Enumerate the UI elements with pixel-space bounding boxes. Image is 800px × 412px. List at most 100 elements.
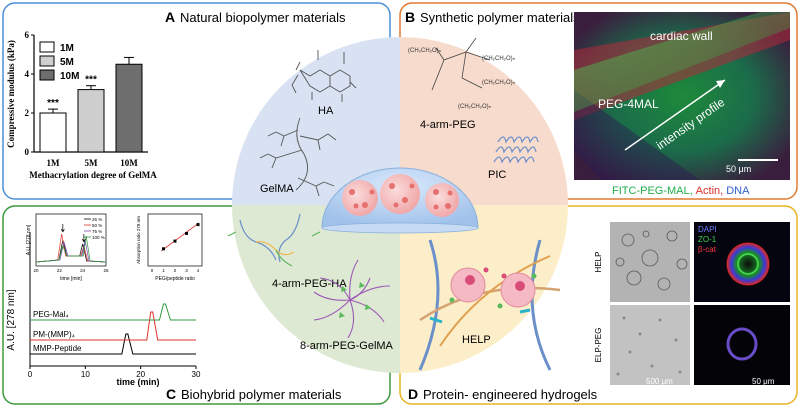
hydrogel-dome-icon: [321, 167, 479, 234]
chrom-trace: [30, 303, 196, 321]
panel-b-microscopy-image: cardiac wall PEG-4MAL intensity profile …: [574, 12, 790, 180]
chrom-trace-label: PEG-Mal₄: [33, 310, 69, 319]
bar-1M: [39, 112, 67, 153]
panel-b-title: Synthetic polymer materials: [420, 10, 580, 25]
four-arm-peg-label: 4-arm-PEG: [420, 119, 476, 131]
gelma-structure-icon: [259, 117, 337, 197]
elp-peg-brightfield-image: [610, 305, 690, 385]
bar-y-tick-label: 4: [25, 69, 30, 79]
inset1-x-tick-label: 22: [57, 268, 63, 273]
bar-significance-5M: ***: [85, 75, 97, 86]
bar-y-tick-label: 0: [25, 147, 30, 157]
row-label-help: HELP: [594, 252, 603, 273]
stain-zo1-label: ZO-1: [698, 235, 717, 244]
bar-category-label: 10M: [120, 158, 138, 168]
chrom-x-tick-label: 20: [136, 370, 145, 379]
inset2-x-tick-label: 3: [185, 268, 188, 273]
inset1-trace: [35, 235, 107, 263]
panel-d-title: Protein- engineered hydrogels: [423, 387, 598, 402]
chrom-x-tick-label: 30: [192, 370, 201, 379]
peg-arm-label-3: (CH₂CH₂O)ₙ: [482, 80, 516, 86]
ha-structure-icon: [291, 50, 357, 102]
intensity-arrowhead: [716, 80, 725, 88]
panel-c-title: Biohybrid polymer materials: [181, 387, 342, 402]
chrom-y-label: A.U. [278 nm]: [6, 289, 17, 350]
panel-d-scale-label-left: 500 μm: [646, 377, 673, 386]
inset1-legend-label: 50 %: [92, 223, 102, 228]
panel-b-scale-label: 50 μm: [726, 164, 751, 174]
stain-actin-label: Actin,: [696, 185, 724, 197]
help-label: HELP: [462, 334, 491, 346]
help-network-icon: [418, 239, 561, 371]
panel-c-letter: C: [166, 386, 176, 402]
stain-legend-b: FITC-PEG-MAL,Actin,DNA: [612, 185, 750, 197]
four-arm-peg-ha-label: 4-arm-PEG-HA: [272, 278, 347, 290]
inset2-point: [173, 239, 177, 243]
bar-category-label: 5M: [85, 158, 99, 168]
inset1-arrow-1: [61, 224, 65, 233]
pic-label: PIC: [488, 169, 506, 181]
bar-y-label: Compressive modulus (kPa): [6, 40, 16, 148]
bar-legend-swatch: [39, 41, 55, 53]
inset1-frame: [35, 213, 107, 267]
bar-legend-label: 5M: [60, 57, 74, 68]
gelma-label: GelMA: [260, 183, 294, 195]
inset1-x-tick-label: 26: [103, 268, 109, 273]
panel-d-microscopy-grid: [610, 222, 790, 391]
bar-legend-swatch: [39, 69, 55, 81]
bar-y-tick-label: 2: [25, 108, 30, 118]
inset1-legend-label: 75 %: [92, 229, 102, 234]
bar-legend-label: 1M: [60, 43, 74, 54]
bar-legend-label: 10M: [60, 71, 79, 82]
help-organoid: [726, 242, 770, 286]
chrom-trace: [30, 333, 196, 355]
stain-bcat-label: β-cat: [698, 245, 717, 254]
inset1-x-tick-label: 24: [80, 268, 86, 273]
bar-5M: [77, 89, 105, 153]
inset1-x-tick-label: 20: [33, 268, 39, 273]
stain-dapi-label: DAPI: [698, 225, 717, 234]
inset2-x-tick-label: 2: [174, 268, 177, 273]
inset2-y-label: Absorption ratio 278 nm: [136, 216, 141, 264]
elp-peg-cell-cluster: [726, 327, 758, 361]
stain-fitc-label: FITC-PEG-MAL,: [612, 185, 693, 197]
eight-arm-peg-gelma-icon: [313, 259, 391, 339]
cardiac-wall-label: cardiac wall: [650, 29, 713, 43]
chrom-x-label: time (min): [116, 377, 159, 387]
peg-arm-label-1: (CH₂CH₂O)ₙ: [408, 48, 442, 54]
inset2-point: [185, 231, 188, 235]
panel-b-letter: B: [405, 9, 415, 25]
stain-dna-label: DNA: [726, 185, 750, 197]
chrom-x-tick-label: 0: [28, 370, 33, 379]
inset2-point: [196, 223, 200, 227]
panel-d-scale-label-right: 50 μm: [752, 377, 775, 386]
inset1-legend-label: 25 %: [92, 217, 102, 222]
chrom-trace: [30, 311, 196, 341]
inset2-point: [162, 247, 165, 251]
inset1-arrow-2: [82, 234, 86, 243]
inset1-x-label: time [min]: [60, 276, 82, 282]
bar-y-tick-label: 6: [25, 30, 30, 40]
eight-arm-peg-gelma-label: 8-arm-PEG-GelMA: [300, 340, 394, 352]
inset2-x-tick-label: 4: [197, 268, 200, 273]
bar-chart: Compressive modulus (kPa) Methacrylation…: [6, 30, 157, 180]
inset2-x-tick-label: 1: [162, 268, 165, 273]
inset2-x-tick-label: 0: [151, 268, 154, 273]
inset1-y-label: A.U. [278 nm]: [26, 224, 32, 255]
inset2-fit-line: [160, 222, 200, 252]
peg-arm-label-4: (CH₂CH₂O)ₙ: [458, 104, 492, 110]
inset-elution-chart: A.U. [278 nm] time [min] 20 22 24 26 25 %50 …: [26, 213, 109, 282]
four-arm-peg-structure-icon: [431, 37, 491, 91]
panel-d-letter: D: [408, 386, 418, 402]
chrom-trace-label: MMP-Peptide: [33, 344, 82, 353]
help-brightfield-image: [610, 222, 690, 302]
inset-ratio-chart: Absorption ratio 278 nm PEG/peptide rati…: [136, 213, 203, 282]
chrom-x-tick-label: 10: [81, 370, 90, 379]
inset2-x-label: PEG/peptide ratio: [155, 276, 195, 282]
ha-label: HA: [318, 105, 334, 117]
bar-x-label: Methacrylation degree of GelMA: [29, 170, 157, 180]
peg4mal-label: PEG-4MAL: [598, 97, 659, 111]
